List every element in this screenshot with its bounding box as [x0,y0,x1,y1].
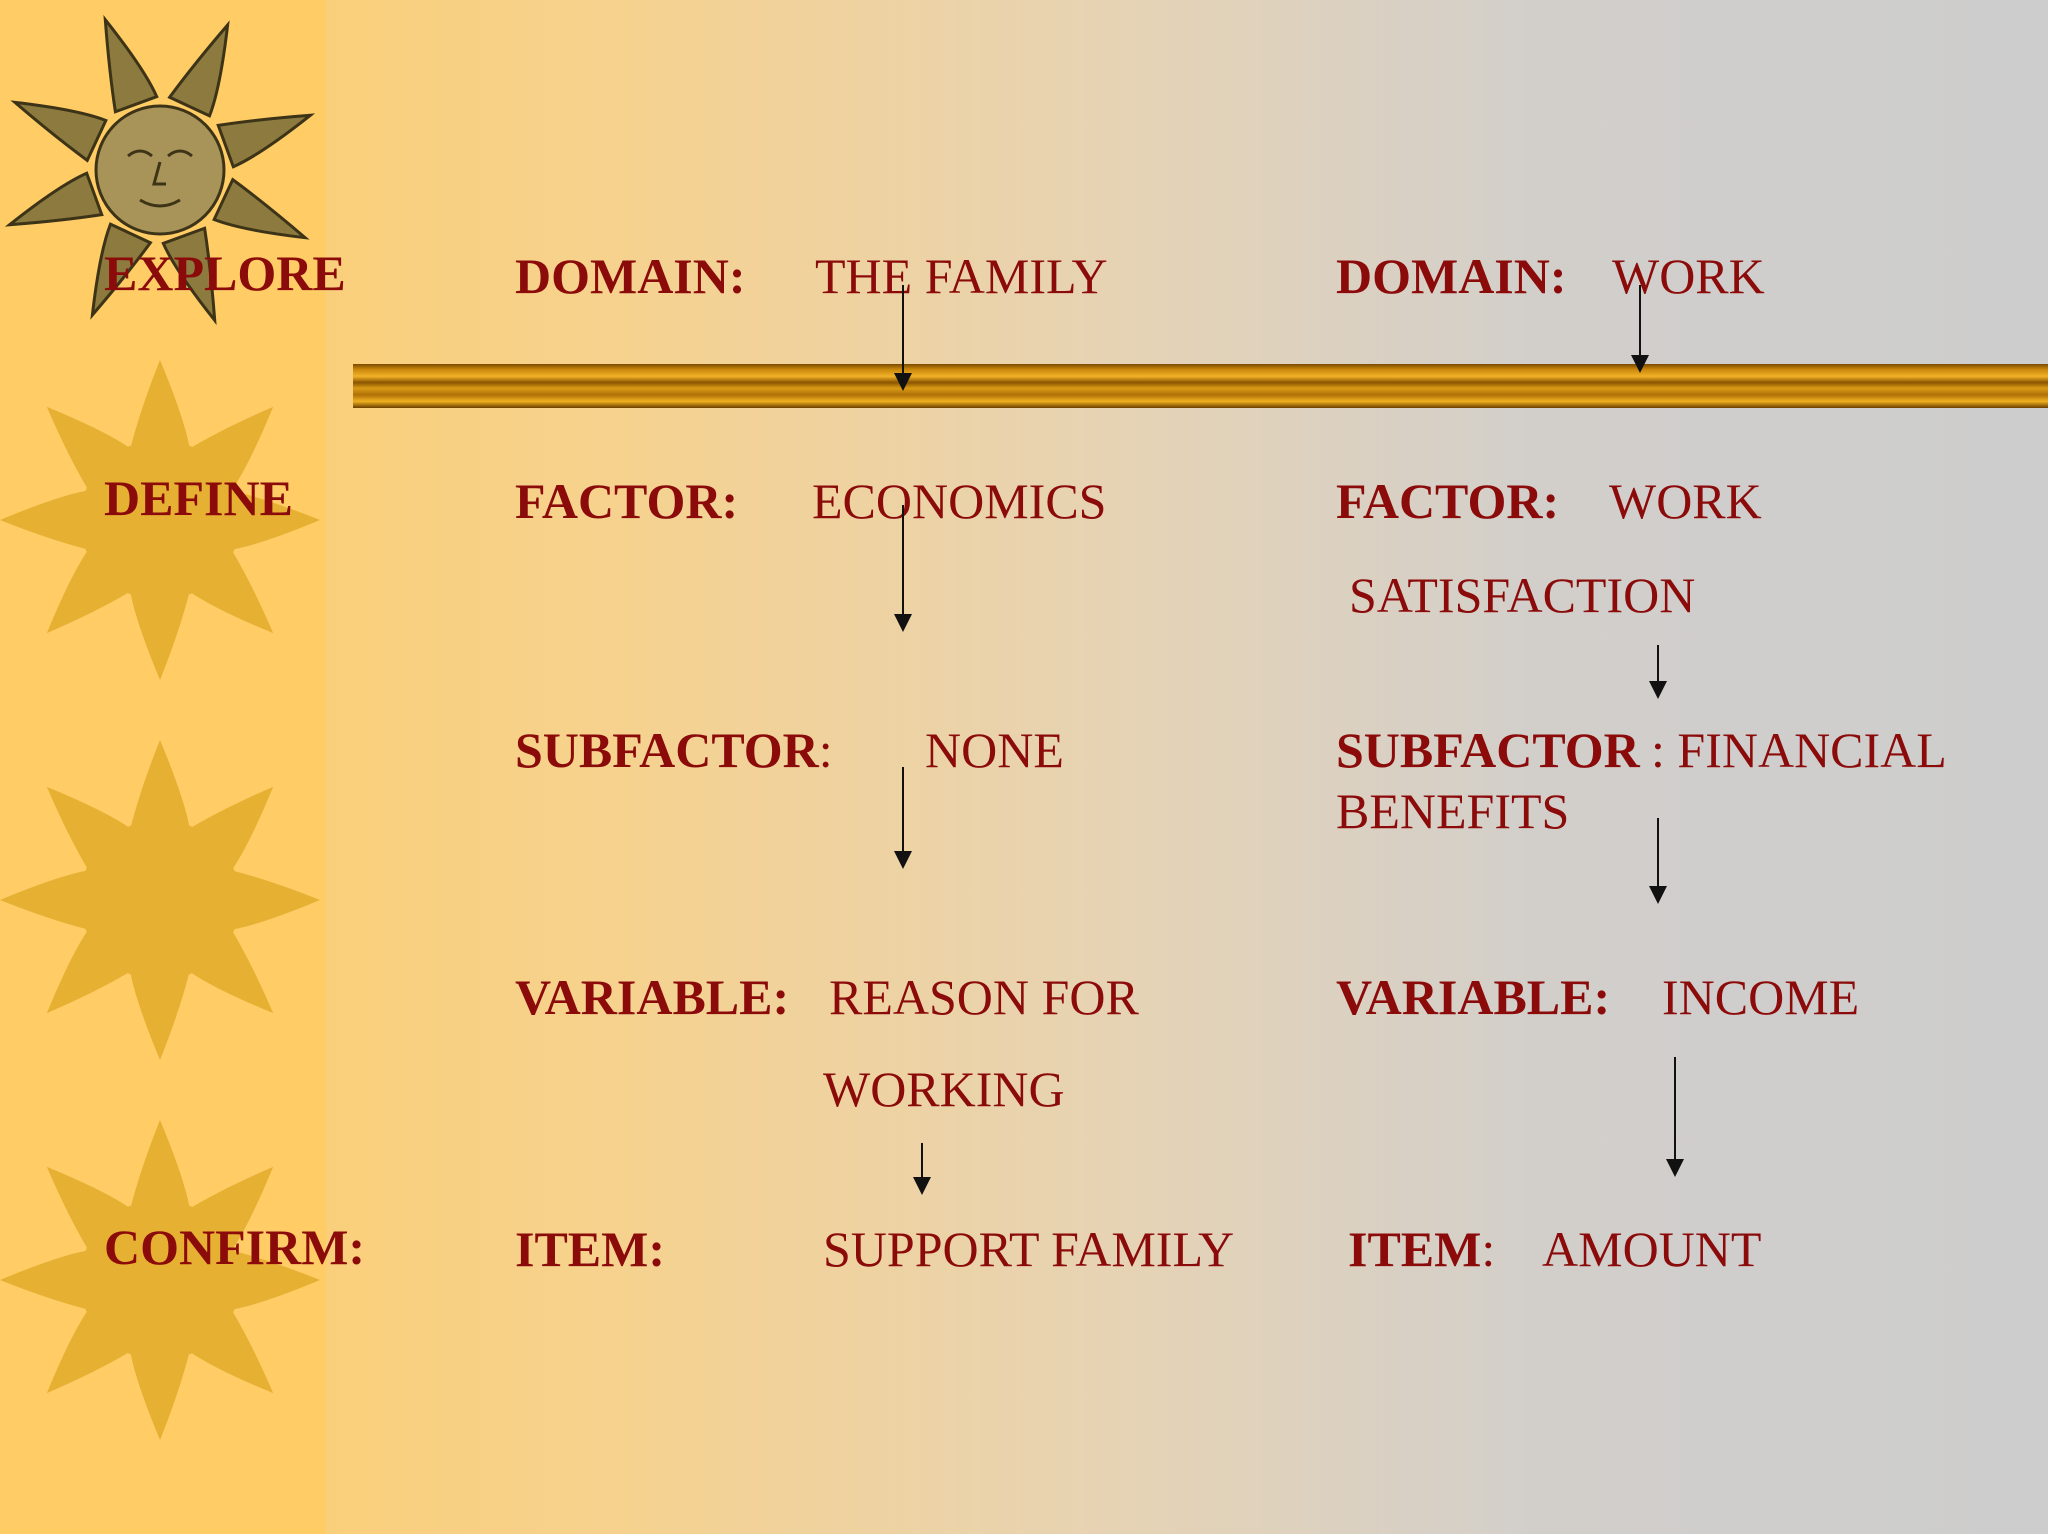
right-variable-value: INCOME [1662,969,1860,1025]
sun-face-icon [4,14,316,326]
arrow-down-icon [1649,645,1667,699]
arrow-down-icon [1631,285,1649,373]
left-factor-value: ECONOMICS [812,473,1107,529]
right-factor-value-1: WORK [1609,473,1762,529]
left-domain-value: THE FAMILY [815,248,1108,304]
right-subfactor-key: SUBFACTOR [1336,722,1640,778]
left-subfactor-key: SUBFACTOR [515,722,819,778]
sun-decorations [0,14,321,1440]
left-item-value: SUPPORT FAMILY [823,1221,1235,1277]
right-domain-value: WORK [1612,248,1765,304]
right-variable-key: VARIABLE: [1336,969,1611,1025]
stage-explore: EXPLORE [104,245,346,301]
left-factor-key: FACTOR: [515,473,739,529]
arrow-down-icon [894,285,912,391]
right-item-key: ITEM [1348,1221,1482,1277]
right-domain-key: DOMAIN: [1336,248,1567,304]
left-subfactor-colon: : [818,722,833,778]
arrow-down-icon [913,1143,931,1195]
left-variable-value-2: WORKING [823,1061,1065,1117]
right-factor-value-2: SATISFACTION [1349,567,1696,623]
arrow-down-icon [894,767,912,869]
right-item-colon: : [1481,1221,1496,1277]
sun-icon [0,1120,321,1440]
left-subfactor-label: SUBFACTOR: [515,725,833,775]
left-variable-value-1: REASON FOR [829,969,1139,1025]
sun-icon [0,740,321,1060]
stage-define: DEFINE [104,470,293,526]
left-variable-key: VARIABLE: [515,969,790,1025]
arrow-down-icon [1666,1057,1684,1177]
right-subfactor-value-2: BENEFITS [1336,783,1570,839]
right-item-value: AMOUNT [1542,1221,1762,1277]
stage-confirm: CONFIRM: [104,1219,366,1275]
arrow-down-icon [1649,818,1667,904]
right-item-label: ITEM: [1348,1224,1495,1274]
arrow-down-icon [894,505,912,632]
left-subfactor-value: NONE [925,722,1064,778]
divider-bar [353,364,2048,408]
right-subfactor-value-1: : FINANCIAL [1651,722,1947,778]
left-item-key: ITEM: [515,1221,665,1277]
left-domain-key: DOMAIN: [515,248,746,304]
right-factor-key: FACTOR: [1336,473,1560,529]
